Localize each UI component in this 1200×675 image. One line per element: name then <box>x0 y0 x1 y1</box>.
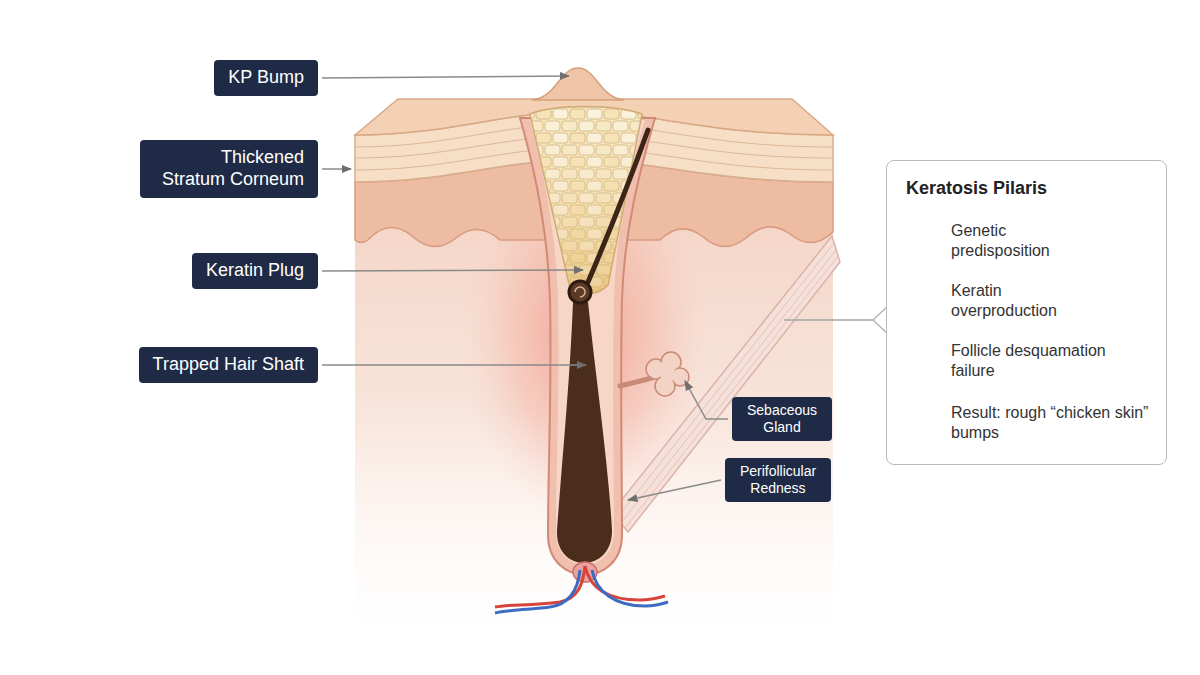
muscle-fiber <box>625 256 838 528</box>
keratin-plug-shade <box>530 107 642 294</box>
label-text: Keratin Plug <box>206 260 304 282</box>
hair-curl <box>575 287 585 297</box>
callout-box: Perifollicular Redness <box>725 458 831 502</box>
leader-line <box>322 364 586 366</box>
muscle-fiber <box>617 243 834 518</box>
panel-heading: Keratosis Pilaris <box>906 177 1156 200</box>
gland-duct <box>620 378 652 386</box>
label-text: Thickened Stratum Corneum <box>154 147 304 190</box>
leader-line <box>322 168 351 170</box>
muscle-fiber <box>621 250 836 523</box>
hair-shaft <box>557 302 612 563</box>
callout-box: Trapped Hair Shaft <box>139 347 318 383</box>
panel-item: Genetic predisposition <box>951 221 1081 261</box>
leader-line <box>628 480 721 500</box>
vein <box>495 570 580 613</box>
leader-line <box>322 76 569 78</box>
info-panel: Keratosis PilarisGenetic predispositionK… <box>886 160 1167 465</box>
vein <box>592 570 668 606</box>
label-text: Trapped Hair Shaft <box>153 354 304 376</box>
panel-item: Follicle desquamation failure <box>951 341 1126 381</box>
hair-curl <box>569 281 591 303</box>
callout-box: Sebaceous Gland <box>732 397 832 441</box>
label-text: Perifollicular Redness <box>737 463 819 497</box>
sebaceous-gland <box>646 352 689 396</box>
callout-box: Keratin Plug <box>192 253 318 289</box>
kp-bump <box>532 68 624 100</box>
callout-box: Thickened Stratum Corneum <box>140 140 318 197</box>
callout-box: KP Bump <box>214 60 318 96</box>
arrector-muscle <box>612 236 840 532</box>
leader-line <box>322 270 583 271</box>
panel-item: Result: rough “chicken skin” bumps <box>951 403 1163 443</box>
hair-shaft <box>588 130 648 282</box>
keratin-plug <box>530 107 642 294</box>
panel-pointer-line <box>784 319 874 321</box>
panel-item: Keratin overproduction <box>951 281 1081 321</box>
gland-lobe <box>660 366 676 382</box>
label-text: KP Bump <box>228 67 304 89</box>
leader-line <box>685 381 728 419</box>
artery <box>495 566 585 607</box>
label-text: Sebaceous Gland <box>744 402 820 436</box>
